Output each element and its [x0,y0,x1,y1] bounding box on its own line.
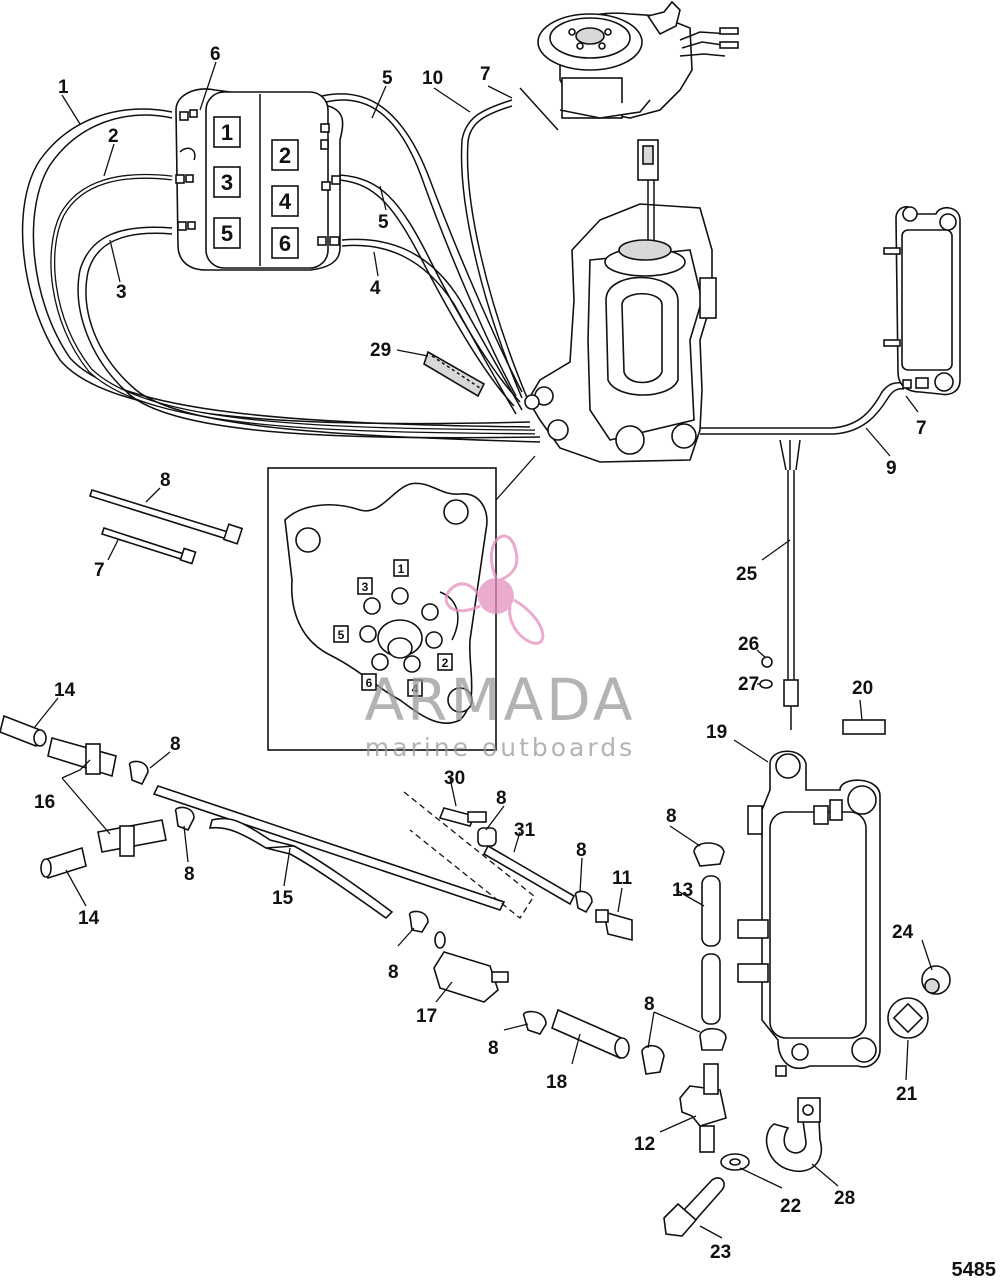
callout-7-top: 7 [480,64,491,85]
cyl-label-1: 1 [221,120,233,145]
cyl-label-2: 2 [279,143,291,168]
cyl-label-3: 3 [221,170,233,195]
callout-28: 28 [834,1188,855,1209]
detail-label-2: 2 [442,656,449,670]
propeller-logo-icon [444,534,545,645]
callout-17: 17 [416,1006,437,1027]
bracket-and-fasteners [663,1097,823,1237]
cyl-box-1 [213,116,241,148]
callout-27: 27 [738,674,759,695]
callout-15: 15 [272,888,294,909]
callout-7-left: 7 [94,560,105,581]
cyl-box-3 [213,166,241,198]
sensor-harness [759,439,886,735]
callout-3: 3 [116,282,127,303]
hose-15 [152,785,506,920]
callout-8-clamp: 8 [184,864,195,885]
inline-parts [403,791,633,1060]
callout-8-18: 8 [488,1038,499,1059]
cyl-box-6 [271,227,299,259]
callout-8-tie: 8 [160,470,171,491]
callout-18: 18 [546,1072,567,1093]
cyl-label-5: 5 [221,221,233,246]
callout-12: 12 [634,1134,655,1155]
callout-8-left: 8 [170,734,181,755]
callout-4: 4 [370,278,381,299]
fuel-filter-19 [737,750,881,1077]
callout-10: 10 [422,68,443,89]
cyl-label-4: 4 [279,189,292,214]
detail-inset: 1 2 3 4 5 6 [267,455,536,751]
callout-21: 21 [896,1084,918,1105]
plugs [887,965,951,1039]
connectors-14-16 [0,714,195,880]
detail-label-6: 6 [366,676,373,690]
detail-label-5: 5 [338,628,345,642]
detail-label-3: 3 [362,580,369,594]
callout-8-17: 8 [388,962,399,983]
callout-22: 22 [780,1196,801,1217]
callout-6: 6 [210,44,221,65]
callout-13: 13 [672,880,693,901]
vapor-separator-tank [883,206,961,396]
callout-8-31: 8 [576,840,587,861]
callout-19: 19 [706,722,727,743]
cyl-label-6: 6 [279,231,291,256]
callout-31: 31 [514,820,536,841]
fuel-pump-assembly-top [519,0,739,131]
fuel-manifold-diagram: 1 2 3 4 5 6 [175,88,344,271]
hose-sleeve-29 [423,350,486,398]
tee-fitting-and-hoses [641,842,727,1153]
callout-8-12: 8 [644,994,655,1015]
callout-14-top: 14 [54,680,76,701]
callout-8-30: 8 [496,788,507,809]
callout-2: 2 [108,126,119,147]
callout-5b: 5 [378,212,389,233]
detail-label-4: 4 [412,682,419,696]
callout-26: 26 [738,634,759,655]
callout-7-right: 7 [916,418,927,439]
callout-14-bottom: 14 [78,908,100,929]
armada-watermark: ARMADA marine outboards [364,534,635,762]
cyl-box-5 [213,217,241,249]
callout-8-13: 8 [666,806,677,827]
callout-30: 30 [444,768,465,789]
watermark-tagline: marine outboards [365,733,635,762]
manifold-fittings [175,109,341,246]
fuel-hoses [21,93,905,443]
callout-29: 29 [370,340,391,361]
callout-labels: 1 2 3 4 5 5 6 7 7 7 8 8 8 8 8 8 8 8 8 9 … [34,44,927,1263]
callout-20: 20 [852,678,873,699]
callout-1: 1 [58,77,69,98]
cable-ties [88,489,244,565]
cyl-box-4 [271,185,299,217]
fuel-pump-housing [524,139,717,463]
callout-5a: 5 [382,68,393,89]
callout-9: 9 [886,458,897,479]
watermark-brand: ARMADA [364,666,635,734]
callout-25: 25 [736,564,758,585]
callout-11: 11 [612,868,633,889]
rotation-arrow-icon [179,147,196,161]
callout-leaders [33,61,933,1239]
callout-16: 16 [34,792,55,813]
figure-number: 5485 [952,1259,997,1281]
callout-24: 24 [892,922,914,943]
cyl-box-2 [271,139,299,171]
detail-label-1: 1 [398,562,405,576]
callout-23: 23 [710,1242,731,1263]
